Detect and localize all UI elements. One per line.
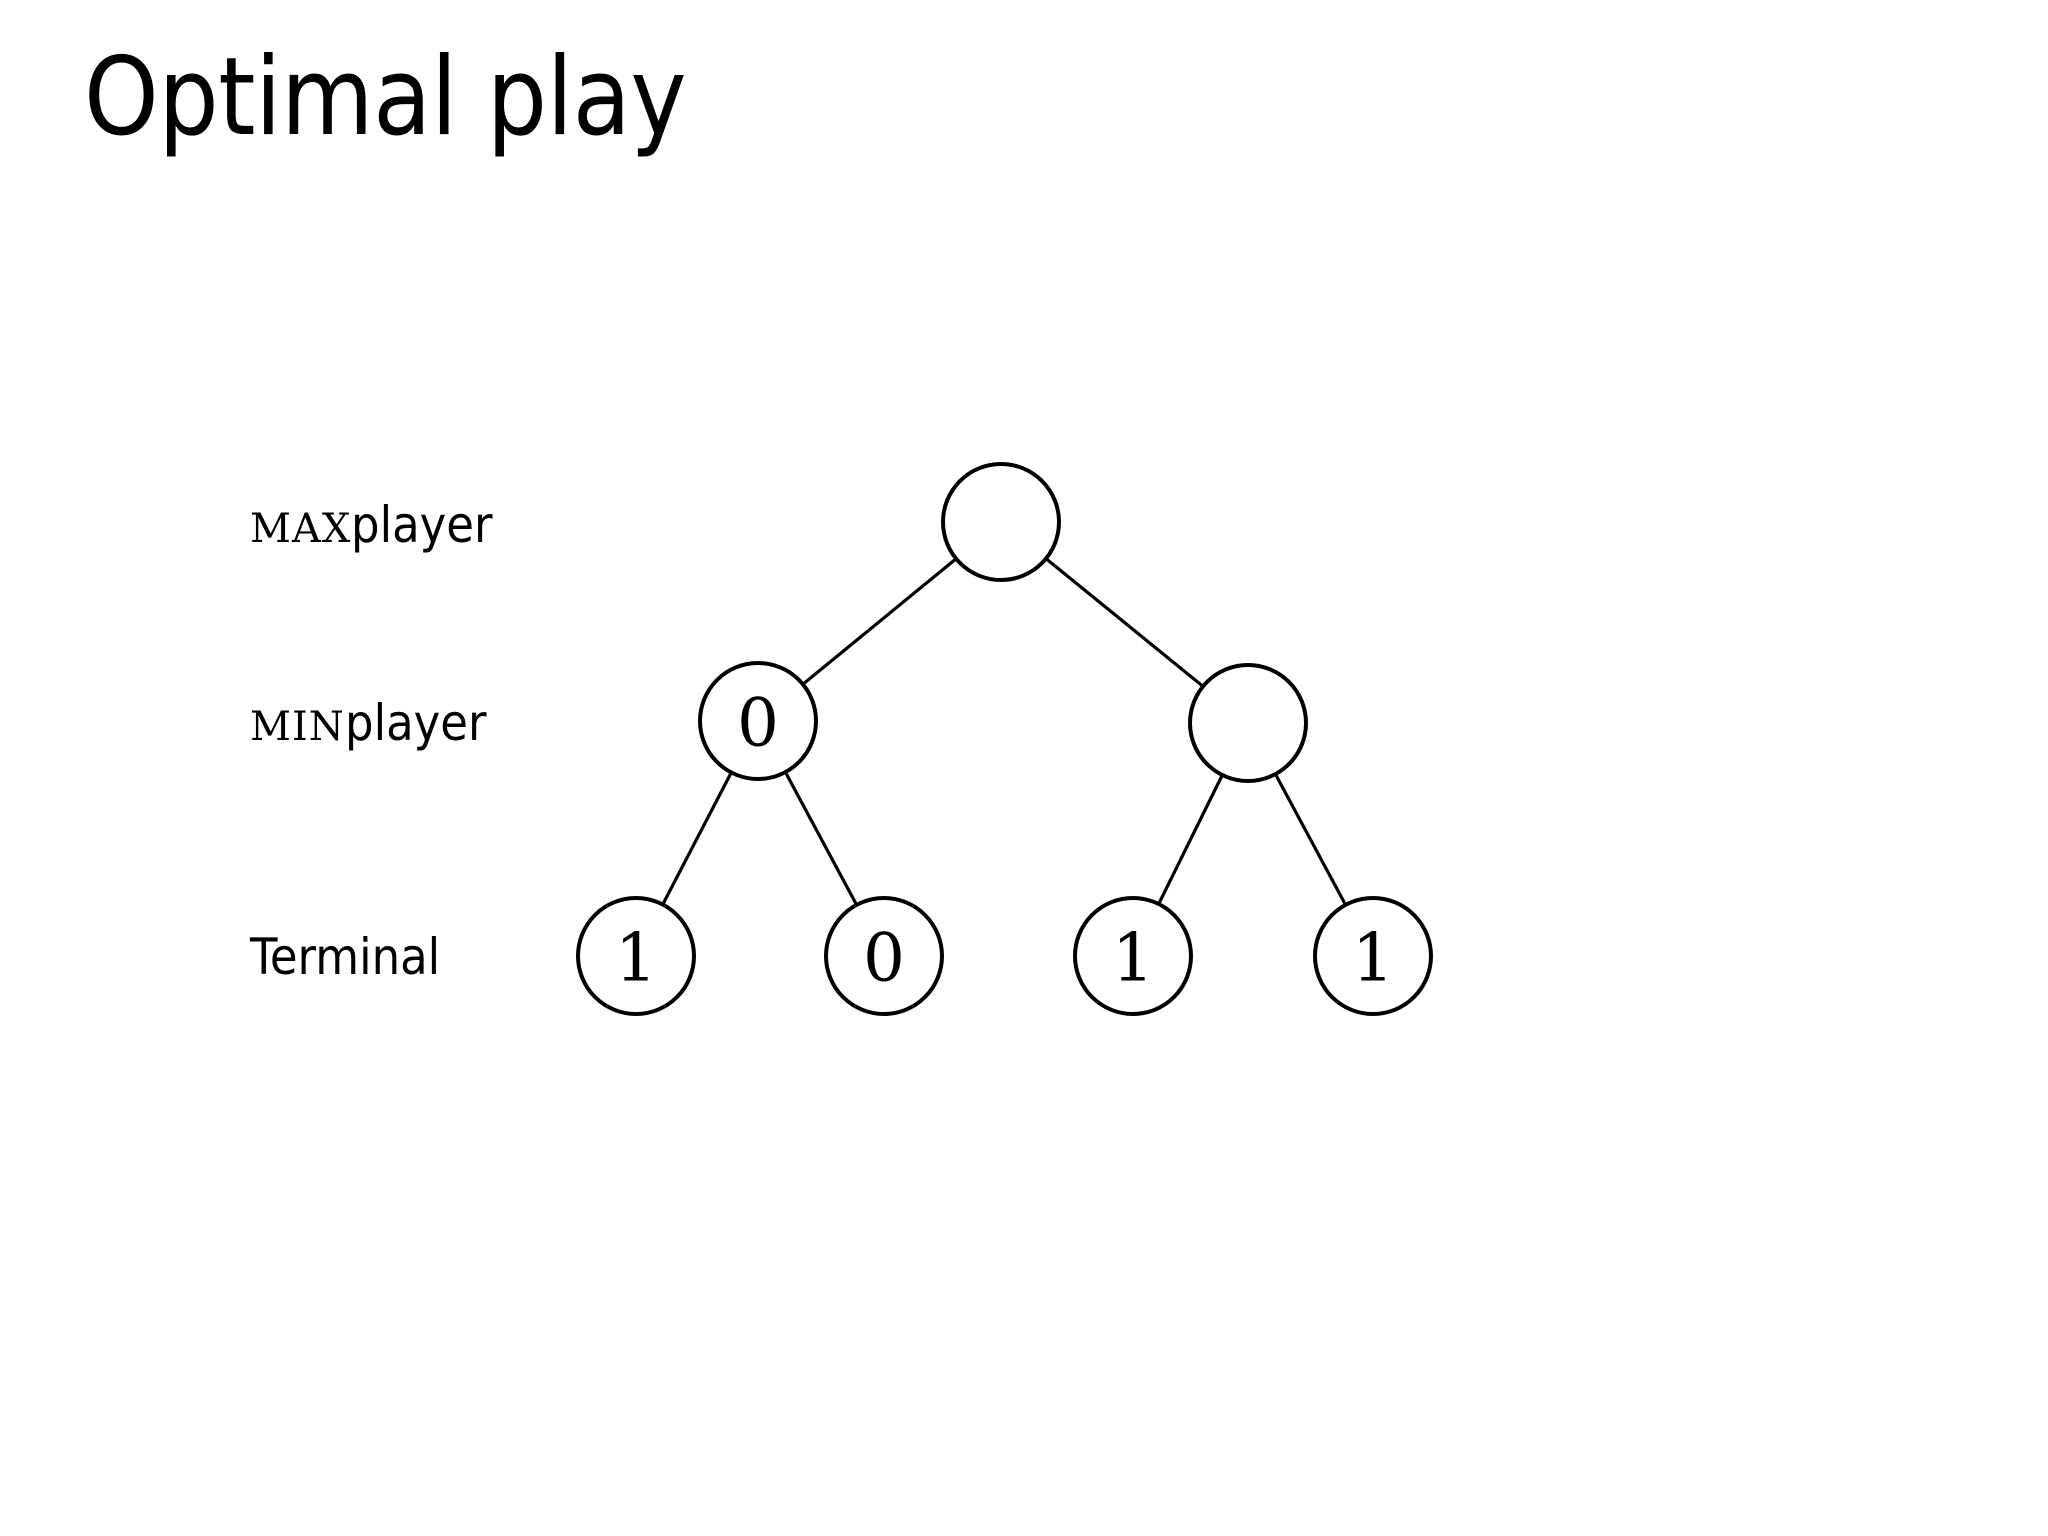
row-label-max-text: player: [351, 496, 493, 554]
tree-node-minR[interactable]: [1188, 663, 1308, 783]
tree-node-circle-root[interactable]: [941, 462, 1061, 582]
page-title: Optimal play: [84, 35, 687, 160]
tree-node-circle-t2[interactable]: [824, 896, 944, 1016]
row-label-min-smallcaps: MIN: [250, 704, 345, 750]
tree-edge-group: [661, 557, 1347, 906]
tree-edge-root-minL: [801, 557, 958, 686]
tree-edge-minR-t3: [1157, 774, 1224, 905]
tree-node-value-t2: 0: [863, 920, 905, 997]
tree-edge-minL-t2: [783, 771, 859, 906]
tree-node-t1[interactable]: 1: [576, 896, 696, 1016]
tree-node-t3[interactable]: 1: [1073, 896, 1193, 1016]
tree-node-group: 0 1 0 1 1: [576, 462, 1433, 1016]
row-label-max-player: MAX player: [250, 500, 509, 550]
tree-node-circle-t4[interactable]: [1313, 896, 1433, 1016]
tree-node-circle-t3[interactable]: [1073, 896, 1193, 1016]
tree-edge-minR-t4: [1274, 773, 1347, 906]
tree-node-circle-minR[interactable]: [1188, 663, 1308, 783]
row-label-min-player: MIN player: [250, 698, 502, 748]
row-label-terminal-text: Terminal: [250, 928, 441, 986]
tree-node-t2[interactable]: 0: [824, 896, 944, 1016]
row-label-max-smallcaps: MAX: [250, 506, 352, 552]
tree-node-value-minL: 0: [737, 685, 779, 762]
tree-edge-minL-t1: [661, 771, 733, 906]
tree-node-t4[interactable]: 1: [1313, 896, 1433, 1016]
row-label-min-text: player: [344, 694, 487, 752]
row-label-terminal: Terminal: [250, 932, 461, 982]
tree-node-root[interactable]: [941, 462, 1061, 582]
tree-node-value-t3: 1: [1112, 920, 1154, 997]
tree-edge-root-minR: [1044, 557, 1205, 688]
tree-node-circle-t1[interactable]: [576, 896, 696, 1016]
tree-node-circle-minL[interactable]: [698, 661, 818, 781]
tree-node-value-t4: 1: [1352, 920, 1394, 997]
tree-node-minL[interactable]: 0: [698, 661, 818, 781]
tree-node-value-t1: 1: [615, 920, 657, 997]
